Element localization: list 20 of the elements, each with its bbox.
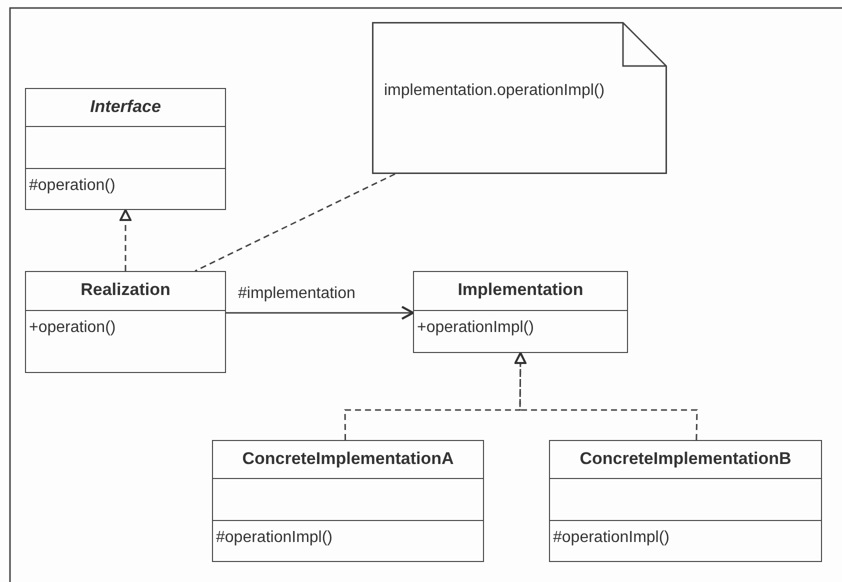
class-name: Realization (80, 279, 172, 300)
dashed-arrow (514, 352, 698, 440)
arrow (226, 306, 414, 320)
operation-text: +operationImpl() (416, 318, 534, 337)
operation-text: #operationImpl() (552, 528, 670, 547)
dashed-arrow (120, 209, 132, 271)
note-text: implementation.operationImpl() (384, 82, 605, 100)
class-box (212, 440, 484, 562)
class-box (25, 88, 226, 210)
class-box (25, 271, 226, 373)
class-name: Interface (89, 96, 162, 117)
class-name: Implementation (456, 279, 584, 300)
class-name: ConcreteImplementationA (241, 448, 455, 469)
class-box (413, 271, 628, 353)
class-box (549, 440, 822, 562)
operation-text: #operationImpl() (215, 528, 332, 547)
operation-text: #operation() (28, 176, 116, 195)
edge-label: #implementation (236, 285, 358, 303)
class-name: ConcreteImplementationB (578, 448, 792, 469)
operation-text: +operation() (28, 318, 116, 337)
